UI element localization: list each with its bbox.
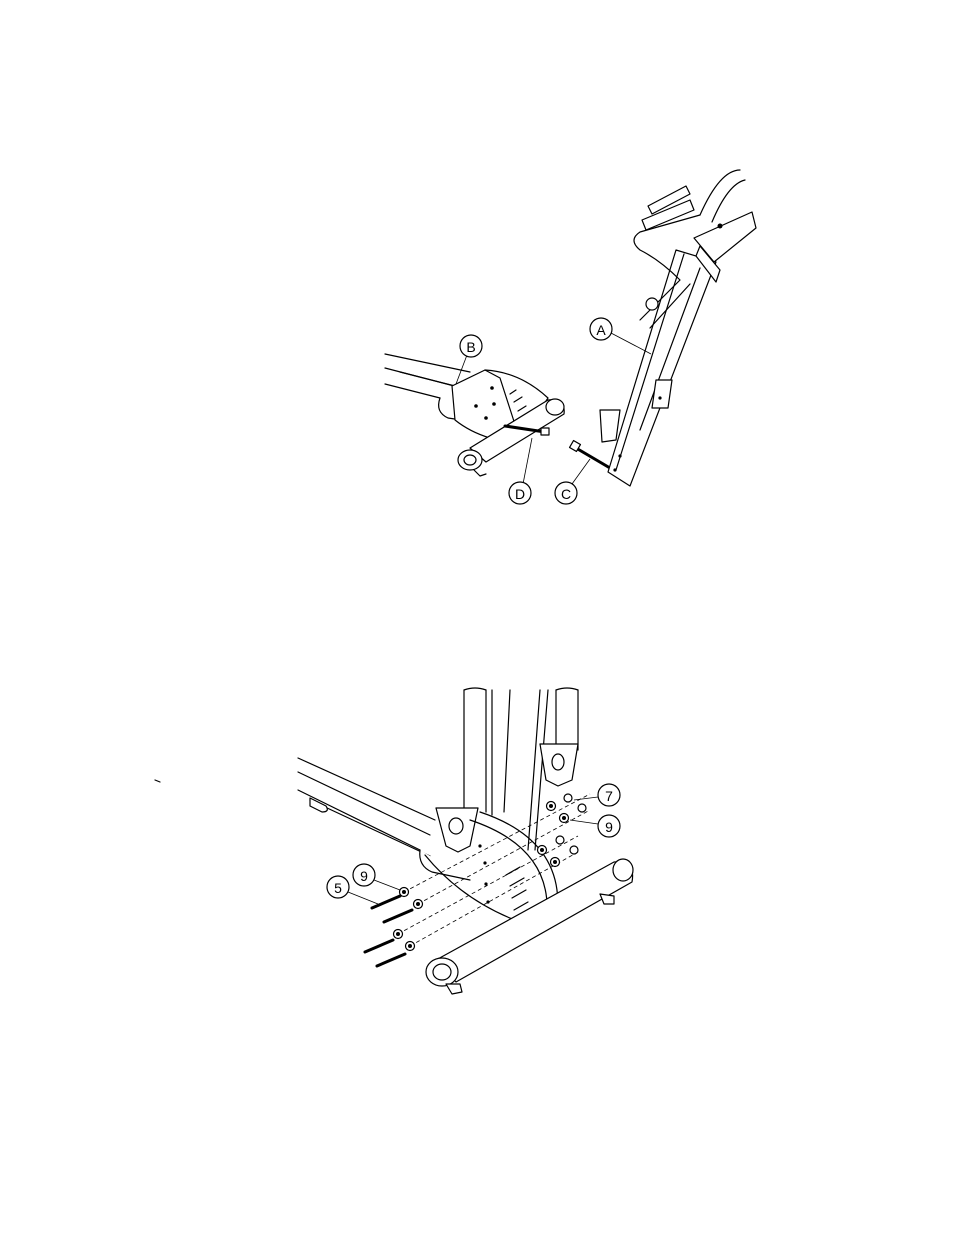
upright-column: [600, 250, 716, 486]
frame-rail: [152, 758, 470, 880]
bolts: [365, 896, 412, 966]
callout-b-label: B: [466, 339, 475, 355]
figure-top: A B C D: [385, 170, 756, 504]
figure-bottom: 5 9 7 9: [152, 688, 633, 994]
bolt-c: [570, 441, 610, 468]
callout-c: C: [555, 459, 590, 504]
callout-5-label: 5: [334, 880, 342, 896]
callout-9-right: 9: [570, 815, 620, 837]
callout-9-right-label: 9: [605, 819, 613, 835]
callout-7-label: 7: [605, 788, 613, 804]
nuts: [556, 794, 586, 854]
callout-c-label: C: [561, 486, 571, 502]
callout-7: 7: [574, 784, 620, 806]
callout-d-label: D: [515, 486, 525, 502]
callout-a: A: [590, 318, 651, 354]
callout-9-left-label: 9: [360, 868, 368, 884]
callout-a-label: A: [596, 322, 606, 338]
callout-9-left: 9: [353, 864, 400, 890]
callout-d: D: [509, 438, 532, 504]
